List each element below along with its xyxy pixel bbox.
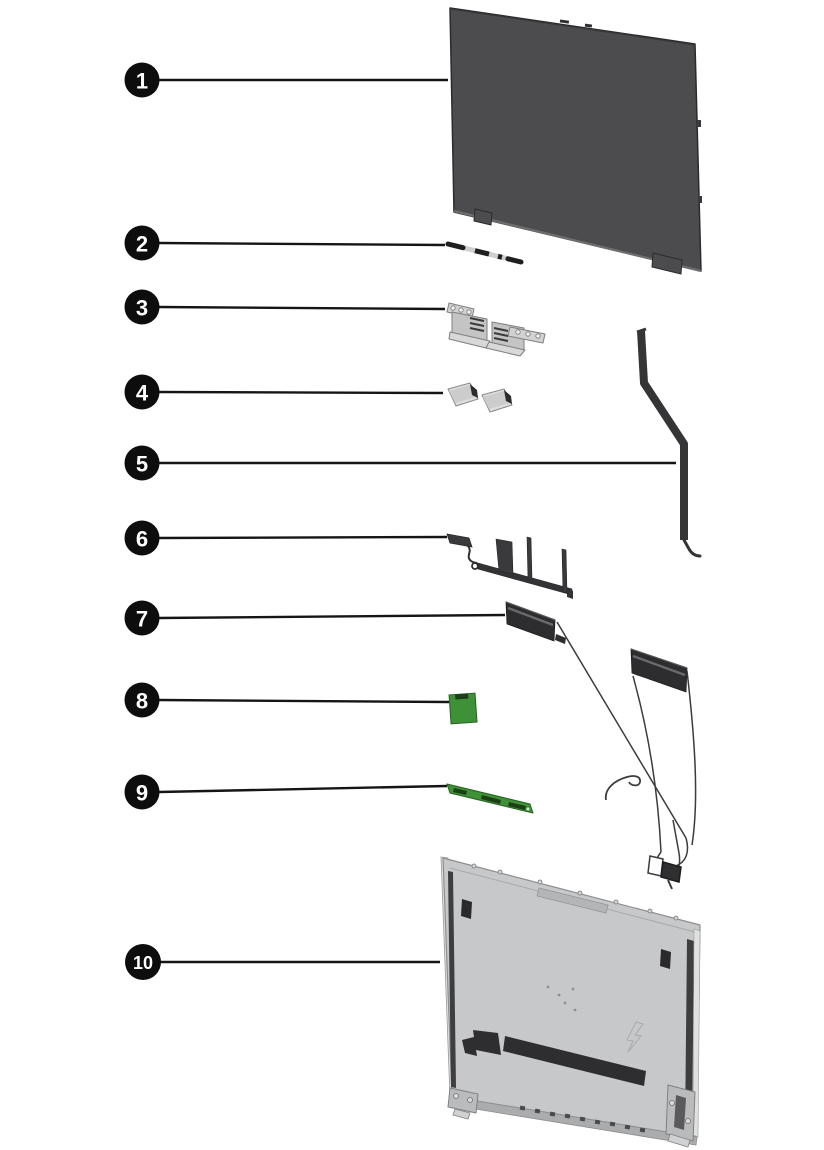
back-cover-part [440,856,701,1148]
callout-9-number: 9 [136,781,148,806]
callout-10: 10 [125,944,161,980]
callout-8-number: 8 [136,689,148,714]
leader-line-8 [158,698,450,704]
callout-2-number: 2 [136,232,148,257]
hinge-left-part [446,302,491,349]
callout-3-number: 3 [136,296,148,321]
leader-line-6 [158,535,448,540]
antenna-kit-part [446,533,573,599]
callout-7: 7 [124,600,160,636]
callout-5-number: 5 [136,452,148,477]
leader-line-2 [158,241,446,247]
callout-1: 1 [124,62,160,98]
callout-1-number: 1 [136,69,148,94]
callout-5: 5 [124,445,160,481]
sensor-board-part [448,692,478,725]
callout-2: 2 [124,225,160,261]
display-cable-part [636,327,702,558]
callout-4: 4 [124,374,160,410]
callout-8: 8 [124,682,160,718]
camera-module-part [445,241,524,265]
speaker-right-part [630,648,688,693]
leader-lines [158,78,676,964]
hinge-right-part [485,321,546,357]
callout-9: 9 [124,774,160,810]
leader-line-7 [158,613,506,620]
hinge-cover-left-part [447,382,479,407]
callout-7-number: 7 [136,607,148,632]
speaker-left-part [505,601,566,644]
leader-line-9 [158,784,448,794]
display-cable-tangle [556,621,697,890]
callout-3: 3 [124,289,160,325]
cover-hinge-bracket-left [447,1087,479,1120]
callout-10-number: 10 [133,953,153,973]
callout-badges: 1 2 3 4 5 6 7 8 [124,62,161,980]
display-panel-part [449,7,702,275]
leader-line-3 [158,305,446,311]
callout-6: 6 [124,520,160,556]
touch-board-part [446,783,534,814]
callout-6-number: 6 [136,527,148,552]
callout-4-number: 4 [136,381,149,406]
hinge-cover-right-part [481,388,513,413]
cover-hinge-bracket-right [665,1084,696,1148]
leader-line-4 [158,390,444,395]
